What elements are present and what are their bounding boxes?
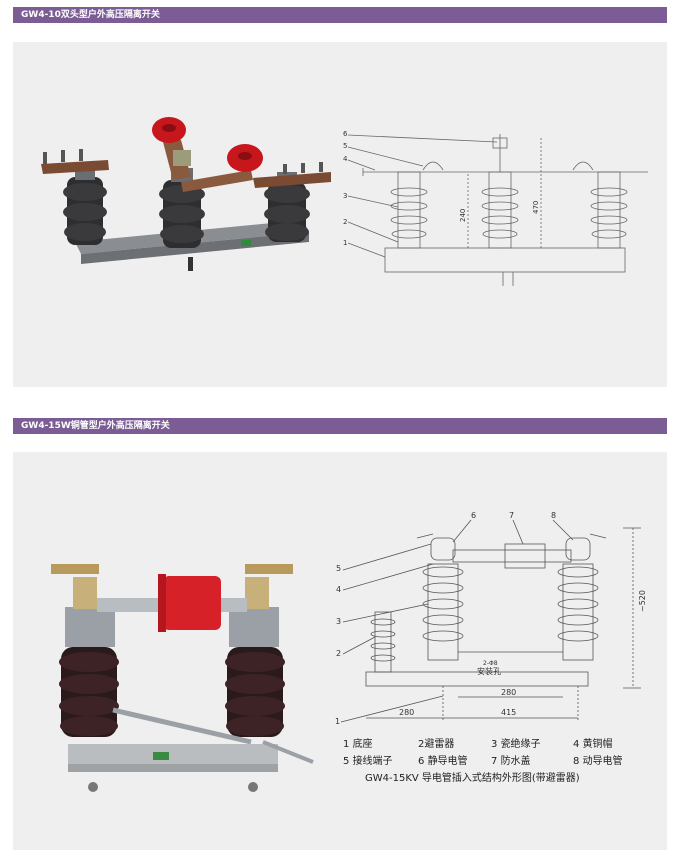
legend-item-2: 2避雷器 [418, 735, 454, 750]
section-1-illustrations: 6 5 4 3 2 1 240 470 [41, 117, 648, 286]
product-photo-gw4-15w [51, 564, 314, 792]
callout-7: 7 [509, 511, 514, 520]
legend-num-4: 4 [573, 739, 580, 750]
legend-num-2: 2 [418, 739, 425, 750]
legend-row-1: 1 底座 [343, 735, 373, 750]
legend-text-5: 接线端子 [352, 756, 393, 767]
section-2-panel: 6 7 8 5 4 3 2 1 ~520 280 280 415 2-Φ8 安装… [13, 452, 667, 850]
callout-4: 4 [343, 155, 348, 163]
figure-caption: GW4-15KV 导电管插入式结构外形图(带避雷器) [365, 769, 580, 784]
callout-3: 3 [336, 617, 341, 626]
technical-drawing-gw4-10 [347, 134, 648, 286]
dim-470: 470 [532, 201, 540, 214]
legend-item-8: 8 动导电管 [573, 752, 623, 767]
callout-2: 2 [336, 649, 341, 658]
callout-6: 6 [471, 511, 476, 520]
legend-num-7: 7 [491, 756, 498, 767]
callout-8: 8 [551, 511, 556, 520]
section-1-title-bar: GW4-10双头型户外高压隔离开关 [13, 7, 667, 23]
legend-text-2: 避雷器 [424, 739, 455, 750]
dim-mid: 280 [501, 688, 516, 697]
callout-6: 6 [343, 130, 348, 138]
legend-num-8: 8 [573, 756, 580, 767]
legend-text-4: 黄铜帽 [582, 739, 613, 750]
legend-text-7: 防水盖 [500, 756, 531, 767]
section-1-panel: 6 5 4 3 2 1 240 470 [13, 42, 667, 387]
dim-total: 415 [501, 708, 516, 717]
section-2-illustrations: 6 7 8 5 4 3 2 1 ~520 280 280 415 2-Φ8 安装… [51, 511, 647, 792]
callout-3: 3 [343, 192, 347, 200]
install-hole-label: 安装孔 [477, 666, 501, 676]
technical-drawing-gw4-15w [340, 519, 641, 723]
callout-4: 4 [336, 585, 341, 594]
dim-height: ~520 [638, 590, 647, 612]
legend-num-1: 1 [343, 739, 350, 750]
legend-item-7: 7 防水盖 [491, 752, 531, 767]
legend-num-6: 6 [418, 756, 425, 767]
section-2-title: GW4-15W铜管型户外高压隔离开关 [21, 421, 170, 431]
callout-1: 1 [335, 717, 340, 726]
callout-5: 5 [343, 142, 347, 150]
section-2-callouts: 6 7 8 5 4 3 2 1 ~520 280 280 415 2-Φ8 安装… [335, 511, 647, 726]
legend-text-8: 动导电管 [582, 756, 623, 767]
figure-caption-text: GW4-15KV 导电管插入式结构外形图(带避雷器) [365, 773, 580, 784]
product-photo-gw4-10 [41, 117, 331, 271]
callout-1: 1 [343, 239, 347, 247]
legend-num-3: 3 [491, 739, 498, 750]
dim-240: 240 [459, 209, 467, 222]
legend-text-3: 瓷绝缘子 [500, 739, 541, 750]
section-1-title: GW4-10双头型户外高压隔离开关 [21, 10, 160, 20]
section-1-callouts: 6 5 4 3 2 1 240 470 [343, 130, 540, 247]
callout-5: 5 [336, 564, 341, 573]
legend-text-6: 静导电管 [427, 756, 468, 767]
legend-item-4: 4 黄铜帽 [573, 735, 613, 750]
legend-item-6: 6 静导电管 [418, 752, 468, 767]
legend-num-5: 5 [343, 756, 350, 767]
dim-left: 280 [399, 708, 414, 717]
section-2-title-bar: GW4-15W铜管型户外高压隔离开关 [13, 418, 667, 434]
callout-2: 2 [343, 218, 347, 226]
hole-label: 2-Φ8 [483, 660, 498, 667]
legend-item-5: 5 接线端子 [343, 752, 393, 767]
legend-item-3: 3 瓷绝缘子 [491, 735, 541, 750]
legend-text-1: 底座 [352, 739, 373, 750]
